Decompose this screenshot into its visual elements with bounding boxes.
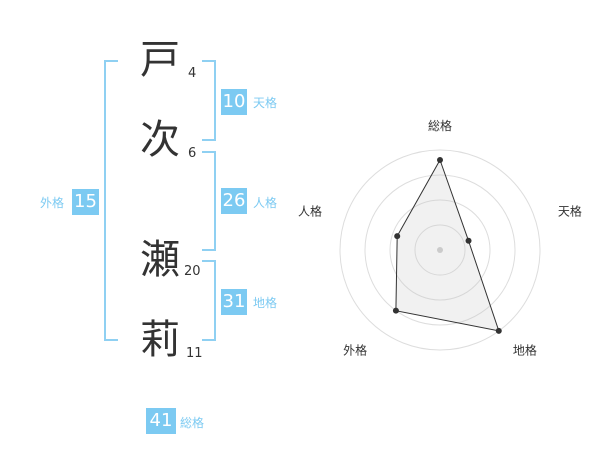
- name-char-1: 戸: [140, 37, 180, 83]
- radar-ring: [364, 174, 516, 326]
- radar-point-4: [392, 307, 399, 314]
- stroke-count-3: 20: [184, 264, 201, 279]
- tenkaku-label: 天格: [253, 96, 278, 110]
- stroke-count-1: 4: [188, 66, 197, 81]
- stroke-count-2: 6: [188, 146, 197, 161]
- name-char-2: 次: [140, 117, 180, 163]
- tenkaku-bracket: [202, 60, 216, 141]
- radar-axis-label-2: 天格: [558, 204, 582, 219]
- jinkaku-bracket: [202, 151, 216, 251]
- radar-point-3: [495, 327, 502, 334]
- radar-ring: [339, 149, 541, 351]
- gaikaku-value: 15: [72, 189, 99, 215]
- soukaku-value: 41: [146, 408, 176, 434]
- radar-ring: [389, 199, 491, 301]
- name-char-3: 瀬: [140, 237, 180, 283]
- radar-point-5: [394, 233, 401, 240]
- jinkaku-value: 26: [221, 188, 247, 214]
- radar-area: [395, 158, 500, 332]
- gaikaku-bracket: [104, 60, 118, 341]
- jinkaku-label: 人格: [253, 196, 278, 210]
- radar-point-1: [437, 157, 443, 163]
- radar-point-2: [465, 237, 472, 244]
- radar-center: [437, 247, 443, 253]
- radar-axis-label-4: 外格: [343, 342, 367, 357]
- tenkaku-value: 10: [221, 89, 247, 115]
- radar-ring: [414, 224, 466, 276]
- radar-axis-label-5: 人格: [298, 204, 322, 219]
- radar-axis-label-3: 地格: [513, 342, 537, 357]
- name-char-4: 莉: [140, 317, 180, 363]
- gaikaku-label: 外格: [40, 196, 65, 210]
- radar-axis-label-1: 総格: [428, 118, 452, 133]
- chikaku-label: 地格: [253, 296, 278, 310]
- stroke-count-4: 11: [186, 346, 203, 361]
- chikaku-value: 31: [221, 289, 247, 315]
- soukaku-label: 総格: [180, 416, 205, 430]
- chikaku-bracket: [202, 260, 216, 341]
